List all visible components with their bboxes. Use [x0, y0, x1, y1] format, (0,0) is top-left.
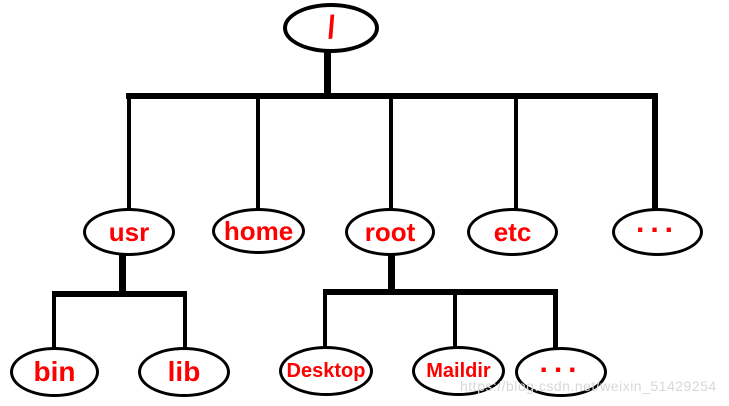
node-home-label: home [223, 216, 294, 246]
connector-drop-etc [514, 99, 518, 209]
node-root-dir: root [345, 208, 435, 256]
node-root-dir-label: root [364, 217, 416, 247]
connector-drop-bin [52, 297, 56, 348]
connector-root-children-bar [323, 289, 558, 295]
node-ellipsis-2: ... [515, 347, 607, 397]
connector-drop-ellipsis [652, 99, 658, 209]
node-root-slash-label: / [324, 8, 338, 46]
connector-usr-children-bar [52, 291, 187, 297]
node-root-slash: / [283, 3, 379, 53]
connector-drop-lib [183, 297, 187, 348]
connector-drop-ellipsis-2 [553, 295, 558, 348]
node-lib-label: lib [167, 356, 201, 387]
node-ellipsis: ... [612, 208, 703, 256]
node-desktop: Desktop [279, 346, 373, 396]
connector-level1-bar [126, 93, 658, 99]
connector-drop-root [389, 99, 393, 209]
connector-drop-usr [127, 99, 131, 209]
node-usr-label: usr [108, 217, 150, 247]
node-home: home [212, 208, 305, 254]
node-maildir-label: Maildir [426, 360, 491, 382]
node-bin: bin [10, 347, 99, 397]
node-desktop-label: Desktop [286, 360, 366, 382]
node-bin-label: bin [33, 356, 76, 387]
connector-rootdir-stem [388, 253, 395, 290]
node-usr: usr [83, 208, 175, 256]
node-ellipsis-2-label: ... [539, 346, 583, 379]
connector-drop-desktop [323, 295, 327, 347]
node-ellipsis-label: ... [635, 206, 679, 239]
connector-drop-maildir [453, 295, 457, 347]
connector-root-stem [324, 50, 331, 95]
node-etc: etc [467, 208, 558, 256]
node-maildir: Maildir [412, 346, 505, 396]
watermark-text: https://blog.csdn.net/weixin_51429254 [460, 378, 717, 394]
node-lib: lib [138, 347, 230, 397]
connector-drop-home [256, 99, 260, 209]
connector-usr-stem [119, 253, 126, 292]
node-etc-label: etc [493, 217, 532, 247]
